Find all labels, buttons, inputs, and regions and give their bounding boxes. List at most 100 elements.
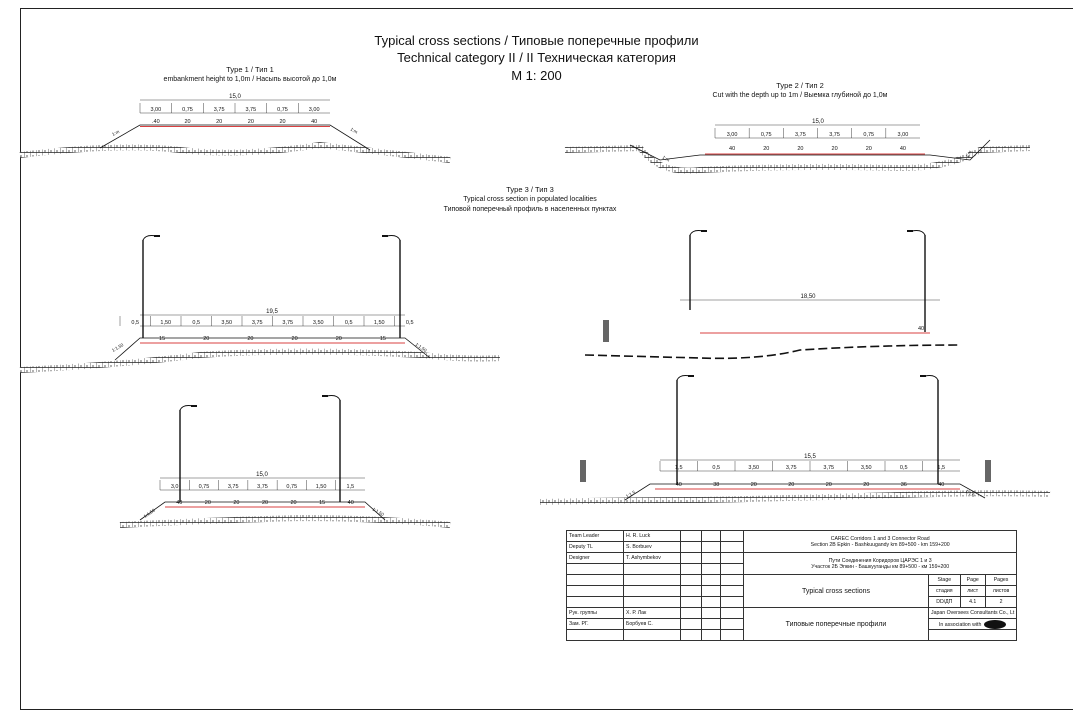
type3c-layer-5: 15 — [319, 500, 325, 506]
type1-width-2: 3,75 — [214, 107, 225, 113]
type3c-layer-1: 20 — [205, 500, 211, 506]
type3d-layer-0: 40 — [676, 482, 682, 488]
type3d-width-2: 3,50 — [748, 465, 759, 471]
stamp-project-en: CAREC Corridors 1 and 3 Connector Road — [830, 535, 930, 542]
type1-slope-right: 1:m — [350, 127, 359, 135]
type3c-slope-right: 1:1,50 — [372, 507, 386, 518]
type2-title: Type 2 / Тип 2 — [776, 81, 824, 90]
type3d-width-0: 1,5 — [675, 465, 683, 471]
type1-layer-5: 40 — [311, 119, 317, 125]
stamp-name-2: T. Ashymbekov — [623, 552, 681, 564]
type1-layer-0: .40 — [152, 119, 160, 125]
type1-layer-4: 20 — [279, 119, 285, 125]
stamp-role-7 — [566, 629, 624, 641]
type3b-lamp-right — [907, 230, 926, 332]
type3a-ground — [19, 348, 501, 373]
stamp-section-ru: Участок 2Б Эпкин - Башкууганды км 89+500… — [811, 563, 950, 570]
type1-slope-left: 1:m — [111, 129, 120, 137]
type3a-layer-1: 20 — [203, 336, 209, 342]
cross-sections-drawing: 15,0 3,00 0,75 3,75 3,75 0,75 3,00 .40 20 20 20 2… — [19, 94, 1051, 528]
stamp-role-6: Зам. РГ. — [566, 618, 624, 630]
type2-layer-1: 20 — [763, 146, 769, 152]
type2-layer-2: 20 — [797, 146, 803, 152]
type3b-ground — [584, 344, 961, 360]
stamp-project-ru: Пути Соединения Коридоров ЦАРЭС 1 и 3 — [828, 557, 932, 564]
type2-ground — [564, 144, 1031, 174]
stamp-name-4 — [623, 574, 681, 586]
type3a-width-2: 0,5 — [192, 320, 200, 326]
type3a-slope-left: 1:1,50 — [111, 342, 125, 353]
type2-width-3: 3,75 — [829, 132, 840, 138]
drawing-title: Typical cross sections / Типовые попереч… — [374, 33, 699, 48]
type1-subtitle: embankment height to 1,0m / Насыпь высот… — [163, 76, 337, 83]
type3c-width-3: 3,75 — [257, 484, 268, 490]
type3d-slope-left: 1:1,5 — [625, 489, 637, 499]
type3d-width-5: 3,50 — [861, 465, 872, 471]
type3a-layer-2: 20 — [247, 336, 253, 342]
type3d-layer-5: 20 — [863, 482, 869, 488]
type1-total-width: 15,0 — [229, 94, 241, 100]
stamp-pages: 2 — [984, 596, 1018, 608]
type3a-width-1: 1,50 — [160, 320, 171, 326]
type1-embankment — [99, 124, 371, 151]
type3a-width-9: 0,5 — [406, 320, 414, 326]
type3c-lamp-right — [322, 395, 341, 502]
type1-width-5: 3,00 — [309, 107, 320, 113]
title-block: Team Leader H. R. Luck CAREC Corridors 1… — [566, 530, 1018, 641]
type2-slope-right: 1:m — [965, 149, 973, 158]
type3c-ground — [119, 514, 451, 528]
partner-logo-icon — [984, 619, 1007, 629]
type3d-layer-2: 20 — [751, 482, 757, 488]
type2-cut — [629, 139, 991, 161]
type3a-width-5: 3,75 — [282, 320, 293, 326]
type3c-slope-left: 1:1,50 — [143, 507, 157, 519]
stamp-hdr-stage: Stage — [928, 574, 961, 586]
type3b-layer: 40 — [918, 326, 924, 332]
stamp-section-en: Section 2B Epkin - Bashkuugandy km 89+50… — [810, 541, 950, 548]
type3c-layer-4: 20 — [291, 500, 297, 506]
type2-width-2: 3,75 — [795, 132, 806, 138]
type3c-layer-6: 40 — [348, 500, 354, 506]
type3c-layer-2: 20 — [233, 500, 239, 506]
stamp-hdr-stage-ru: стадия — [928, 585, 961, 597]
type2-slope-left: 1:m — [662, 155, 671, 163]
type3a-width-8: 1,50 — [374, 320, 385, 326]
type3d-slope-right: 1:1,5 — [965, 489, 977, 499]
type3b-ditch-marker — [603, 320, 609, 342]
stamp-hdr-pages: Pages — [984, 574, 1018, 586]
type2-layer-4: 20 — [866, 146, 872, 152]
type3d-width-6: 0,5 — [900, 465, 908, 471]
type2-width-4: 0,75 — [863, 132, 874, 138]
type1-width-1: 0,75 — [182, 107, 193, 113]
type3d-width-1: 0,5 — [712, 465, 720, 471]
stamp-page: 4.1 — [959, 596, 986, 608]
stamp-name-0: H. R. Luck — [623, 530, 681, 542]
stamp-role-4 — [566, 574, 624, 586]
type1-width-0: 3,00 — [150, 107, 161, 113]
stamp-role-3 — [566, 563, 624, 575]
type3a-width-7: 0,5 — [345, 320, 353, 326]
type3d-layer-6: 36 — [901, 482, 907, 488]
type3c-width-4: 0,75 — [286, 484, 297, 490]
type3c-embankment — [139, 501, 386, 521]
type2-width-5: 3,00 — [898, 132, 909, 138]
type1-width-3: 3,75 — [245, 107, 256, 113]
type3c-width-5: 1,50 — [316, 484, 327, 490]
stamp-hdr-page-ru: лист — [959, 585, 986, 597]
type3c-width-6: 1,5 — [347, 484, 355, 490]
stamp-role-5: Рук. группы — [566, 607, 624, 619]
type2-layer-0: 40 — [729, 146, 735, 152]
type3c-layer-3: 20 — [262, 500, 268, 506]
drawing-scale: M 1: 200 — [511, 68, 562, 83]
type1-width-4: 0,75 — [277, 107, 288, 113]
type3a-width-3: 3,50 — [221, 320, 232, 326]
type3d-layer-1: 38 — [713, 482, 719, 488]
type3a-width-6: 3,50 — [313, 320, 324, 326]
type3c-layer-0: 40 — [176, 500, 182, 506]
type1-layer-3: 20 — [248, 119, 254, 125]
stamp-company: Japan Oversees Consultants Co., Lt — [927, 607, 1018, 619]
